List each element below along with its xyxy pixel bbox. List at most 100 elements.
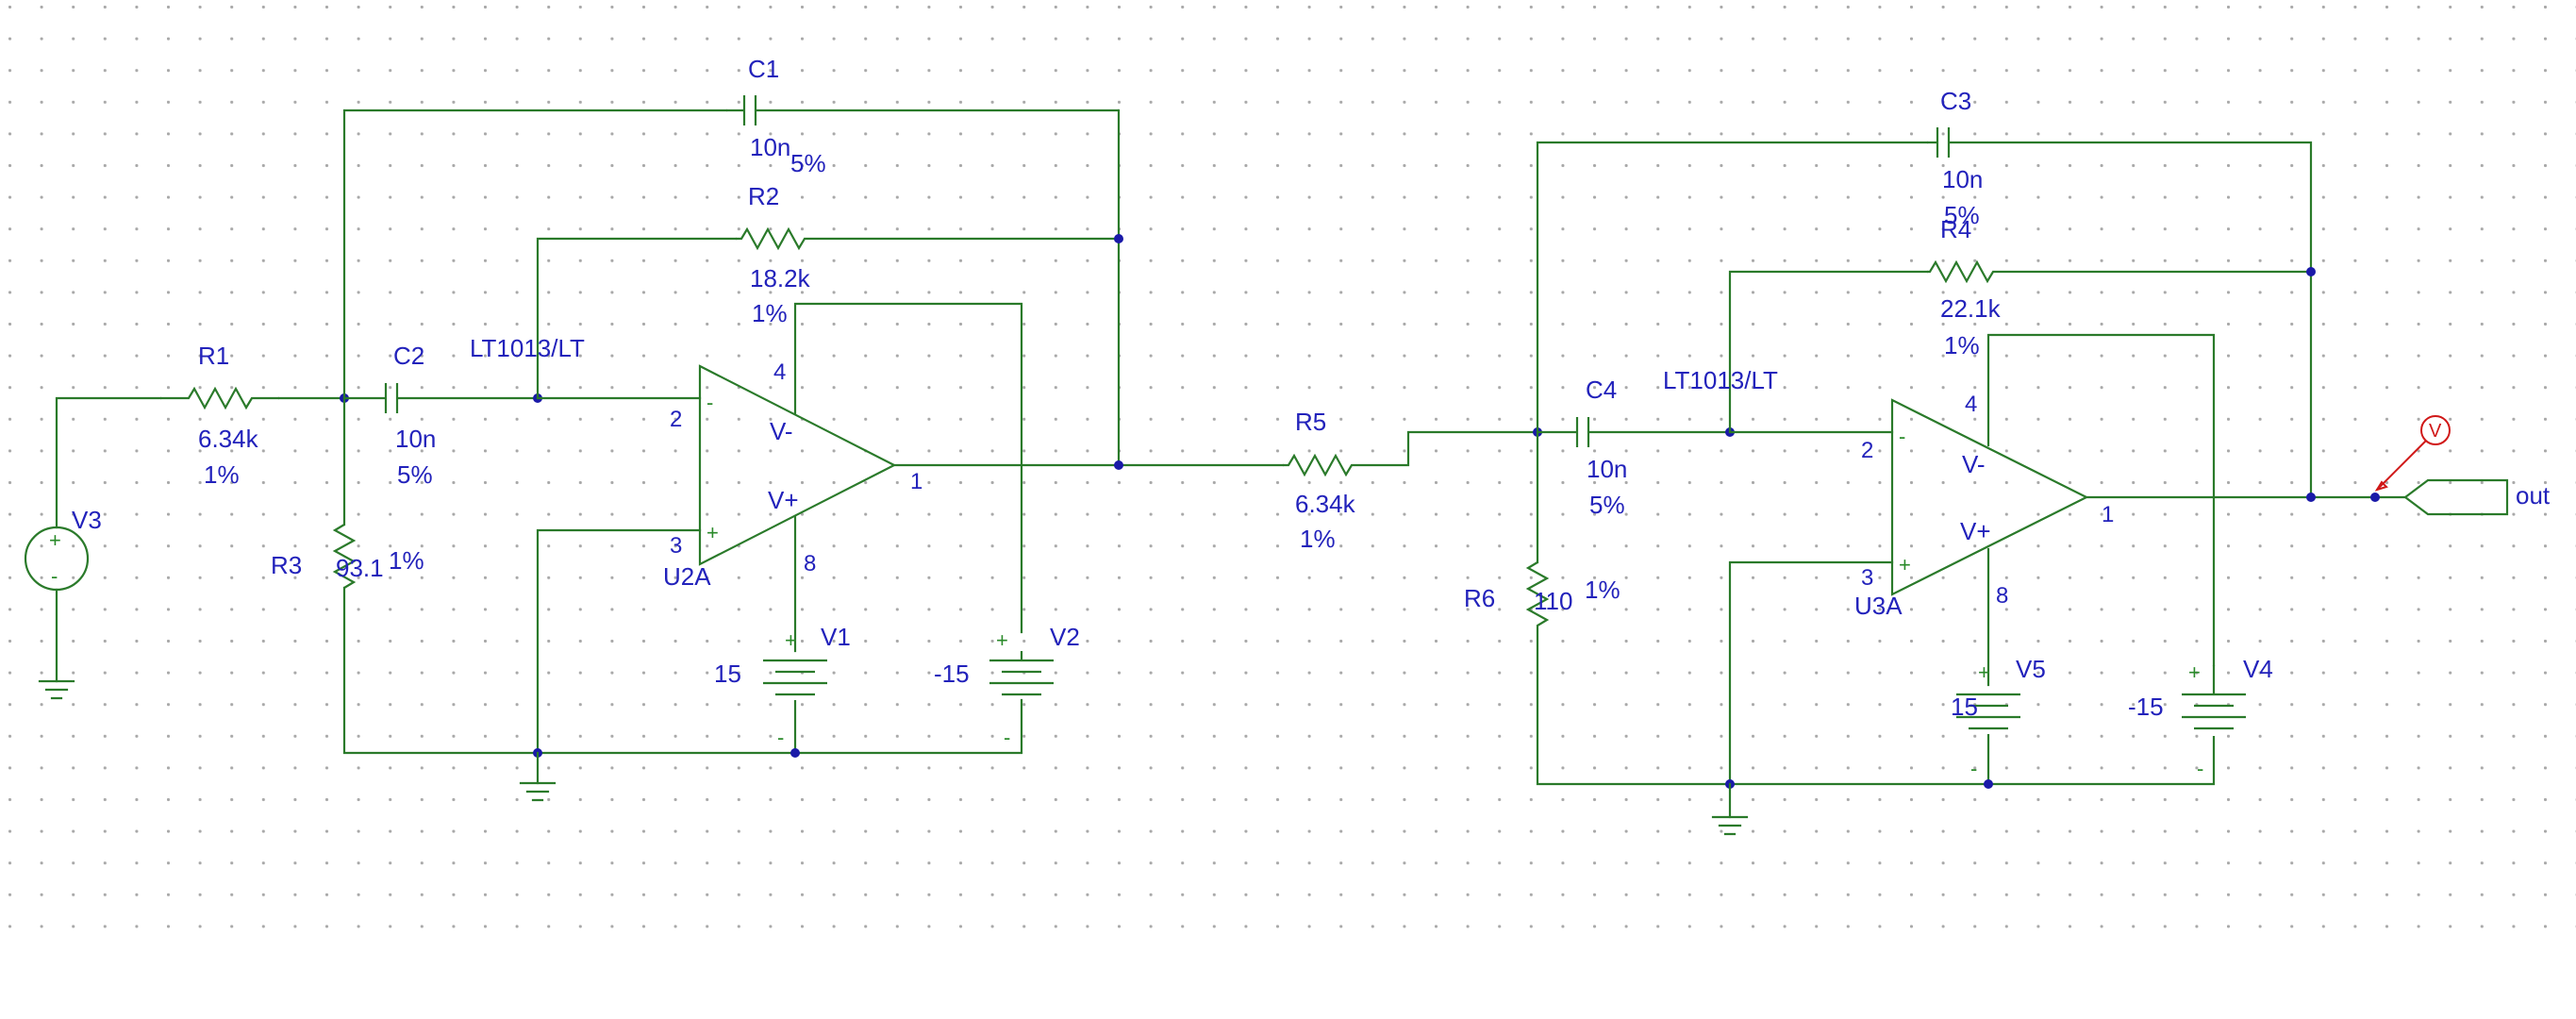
c2-value: 10n [395, 425, 436, 453]
v1-ref: V1 [821, 623, 851, 651]
u2a-plus-sign: + [706, 521, 719, 544]
u3a-plus-sign: + [1899, 553, 1911, 576]
c1-value: 10n [750, 133, 790, 161]
battery-v4[interactable]: + - V4 -15 [2128, 655, 2273, 780]
ground-symbol [519, 781, 557, 802]
r5-value: 6.34k [1295, 490, 1356, 518]
v1-minus-sign: - [777, 726, 784, 749]
battery-v2[interactable]: + - V2 -15 [934, 623, 1080, 749]
u3a-pin-inv: 2 [1861, 438, 1873, 463]
c1-ref: C1 [748, 55, 779, 83]
r6-value: 110 [1534, 587, 1572, 615]
wire-u3a-vminus [1986, 333, 2216, 667]
resistor-r5[interactable]: R5 6.34k 1% [1283, 408, 1537, 553]
capacitor-c1[interactable]: C1 10n 5% [726, 55, 1119, 177]
out-net-name: out [2516, 481, 2551, 510]
junction [1984, 779, 1993, 789]
u3a-pin-out: 1 [2102, 502, 2114, 527]
v5-ref: V5 [2016, 655, 2046, 683]
r3-ref: R3 [271, 551, 302, 579]
v5-value: 15 [1951, 693, 1978, 721]
r2-value: 18.2k [750, 264, 811, 292]
opamp-u2a[interactable]: LT1013/LT U2A V- V+ - + 2 3 1 4 8 [470, 334, 922, 591]
wire-node-a-up [342, 109, 728, 400]
opamp-u3a[interactable]: LT1013/LT U3A V- V+ - + 2 3 1 4 8 [1663, 366, 2114, 620]
c4-tolerance: 5% [1589, 491, 1625, 519]
r4-value: 22.1k [1940, 294, 2002, 323]
v3-plus-sign: + [49, 528, 61, 552]
v4-minus-sign: - [2197, 757, 2203, 780]
capacitor-c3[interactable]: C3 10n 5% [1927, 87, 2313, 497]
r2-ref: R2 [748, 182, 779, 210]
resistor-r1[interactable]: R1 6.34k 1% [160, 342, 279, 489]
v4-plus-sign: + [2188, 660, 2201, 684]
junction [2306, 267, 2316, 276]
ground-symbol [1711, 815, 1749, 836]
wire-r3-bottom [342, 586, 1023, 755]
u3a-pin-noninv: 3 [1861, 565, 1873, 591]
r4-tolerance: 1% [1944, 331, 1980, 359]
resistor-r3[interactable]: R3 93.1 1% [271, 524, 424, 589]
junction [2370, 493, 2380, 502]
battery-v5[interactable]: + - V5 15 [1951, 655, 2046, 784]
u3a-minus-sign: - [1899, 425, 1905, 448]
v3-minus-sign: - [51, 564, 58, 588]
wire-node-b-up [1536, 141, 1929, 434]
r4-ref: R4 [1940, 215, 1971, 243]
u3a-vminus: V- [1962, 450, 1986, 478]
c1-tolerance: 5% [790, 149, 826, 177]
v5-minus-sign: - [1970, 757, 1977, 780]
r5-ref: R5 [1295, 408, 1326, 436]
v2-ref: V2 [1050, 623, 1080, 651]
wire-r4-left [1728, 270, 1929, 434]
r3-value: 93.1 [336, 554, 384, 582]
v4-ref: V4 [2243, 655, 2273, 683]
u2a-ref: U2A [663, 562, 711, 591]
wire-u2a-noninv [536, 528, 702, 755]
resistor-r6[interactable]: R6 110 1% [1464, 561, 2216, 786]
net-label-out[interactable]: out [2403, 478, 2551, 516]
u2a-vplus: V+ [768, 486, 799, 514]
u3a-ref: U3A [1854, 592, 1903, 620]
r2-tolerance: 1% [752, 299, 788, 327]
wire-r2-left [536, 237, 738, 400]
r1-value: 6.34k [198, 425, 259, 453]
u3a-vplus: V+ [1960, 517, 1991, 545]
c2-ref: C2 [393, 342, 424, 370]
resistor-r2[interactable]: R2 18.2k 1% [736, 182, 1119, 327]
u2a-pin-8: 8 [804, 551, 816, 576]
u2a-pin-4: 4 [773, 359, 786, 385]
junction [790, 748, 800, 758]
c3-value: 10n [1942, 165, 1983, 193]
capacitor-c4[interactable]: C4 10n 5% [1537, 376, 1730, 519]
c2-tolerance: 5% [397, 460, 433, 489]
resistor-r4[interactable]: R4 22.1k 1% [1927, 215, 2311, 359]
wire-v3-top [55, 396, 162, 529]
v2-plus-sign: + [996, 628, 1008, 652]
v2-minus-sign: - [1004, 726, 1010, 749]
u3a-part-name: LT1013/LT [1663, 366, 1778, 394]
ground-symbol [38, 679, 75, 700]
voltage-probe-marker[interactable]: V [2374, 415, 2451, 492]
u2a-pin-out: 1 [910, 469, 922, 494]
v1-plus-sign: + [785, 628, 797, 652]
c3-tolerance: 5% [1944, 201, 1980, 229]
probe-letter: V [2429, 421, 2442, 442]
r5-tolerance: 1% [1300, 525, 1336, 553]
junction [1114, 234, 1123, 243]
capacitor-c2[interactable]: C2 10n 5% [344, 342, 538, 489]
junction [2306, 493, 2316, 502]
u2a-minus-sign: - [706, 391, 713, 414]
u2a-pin-inv: 2 [670, 407, 682, 432]
v4-value: -15 [2128, 693, 2164, 721]
r6-tolerance: 1% [1585, 576, 1620, 604]
battery-v1[interactable]: + - V1 15 [714, 623, 851, 753]
c4-ref: C4 [1586, 376, 1617, 404]
r1-tolerance: 1% [204, 460, 240, 489]
v1-value: 15 [714, 660, 741, 688]
u2a-pin-noninv: 3 [670, 533, 682, 559]
c3-ref: C3 [1940, 87, 1971, 115]
wire-u2a-vminus [793, 302, 1023, 634]
u2a-vminus: V- [770, 417, 793, 445]
